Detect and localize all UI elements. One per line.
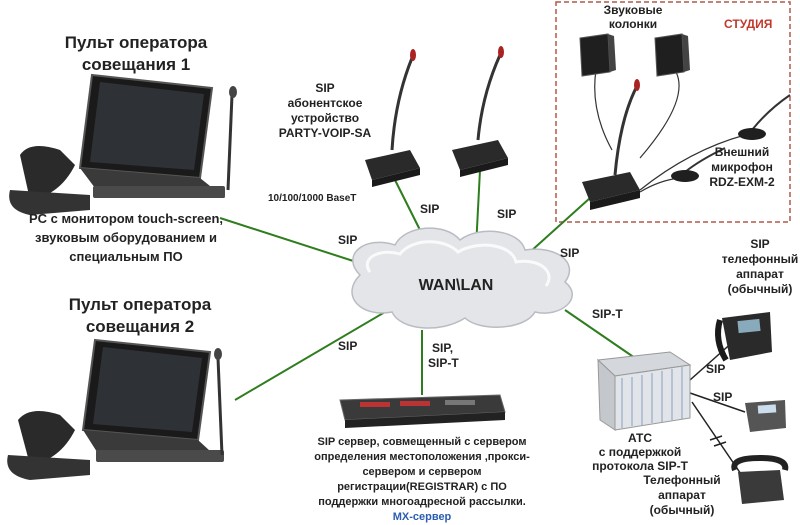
operator-console-1 bbox=[9, 73, 237, 215]
sip-phone-label-2: телефонный bbox=[722, 252, 798, 266]
console2-title-2: совещания 2 bbox=[86, 317, 194, 336]
ats-label-2: с поддержкой bbox=[599, 445, 682, 459]
pc-desc-1: PC с монитором touch-screen, bbox=[29, 211, 223, 226]
pc-desc-2: звуковым оборудованием и bbox=[35, 230, 217, 245]
baset-label: 10/100/1000 BaseT bbox=[268, 193, 356, 204]
tel-label-1: Телефонный bbox=[643, 473, 720, 487]
mic-wire-1 bbox=[639, 134, 746, 191]
speaker-right bbox=[654, 33, 690, 77]
link-label-phone-a: SIP bbox=[706, 362, 725, 376]
link-label-ats: SIP-T bbox=[592, 307, 623, 321]
ext-mic-3: RDZ-EXM-2 bbox=[709, 175, 775, 189]
external-mic-2 bbox=[671, 147, 726, 182]
link-studio bbox=[529, 197, 591, 253]
conference-mic-a bbox=[365, 49, 420, 187]
operator-console-2 bbox=[7, 338, 224, 480]
sip-phone-label-1: SIP bbox=[750, 237, 769, 251]
sip-phone-label-4: (обычный) bbox=[728, 282, 793, 296]
link-ats bbox=[564, 309, 636, 359]
conference-mic-b bbox=[452, 46, 508, 177]
speakers-label-2: колонки bbox=[609, 17, 657, 31]
server-desc-4: регистрации(REGISTRAR) с ПО bbox=[337, 481, 507, 493]
ext-mic-2: микрофон bbox=[711, 160, 773, 174]
sip-device-2: абонентское bbox=[288, 96, 363, 110]
link-label-server-1: SIP, bbox=[432, 341, 453, 355]
sip-phone-1 bbox=[715, 312, 772, 362]
server-desc-3: сервером и сервером bbox=[362, 466, 481, 478]
tel-label-3: (обычный) bbox=[650, 503, 715, 517]
studio-frame bbox=[555, 1, 791, 223]
sip-device-3: устройство bbox=[291, 111, 359, 125]
link-label-console1: SIP bbox=[338, 233, 357, 247]
console1-title-1: Пульт оператора bbox=[65, 33, 208, 52]
ats-label-3: протокола SIP-T bbox=[592, 459, 689, 473]
pc-desc-3: специальным ПО bbox=[69, 249, 182, 264]
sip-device-4: PARTY-VOIP-SA bbox=[279, 126, 372, 140]
studio-conference-mic bbox=[582, 79, 640, 210]
speaker-wire-left bbox=[594, 69, 613, 151]
console2-title-1: Пульт оператора bbox=[69, 295, 212, 314]
link-label-mic-a: SIP bbox=[420, 202, 439, 216]
link-label-mic-b: SIP bbox=[497, 207, 516, 221]
tel-label-2: аппарат bbox=[658, 488, 706, 502]
ext-mic-1: Внешний bbox=[715, 145, 770, 159]
mx-server-unit bbox=[339, 394, 506, 428]
wan-lan-cloud bbox=[351, 227, 573, 329]
server-desc-5: поддержки многоадресной рассылки. bbox=[318, 496, 526, 508]
link-console2 bbox=[234, 311, 386, 401]
link-label-server-2: SIP-T bbox=[428, 356, 459, 370]
mx-server-label: МХ-сервер bbox=[393, 511, 452, 523]
speakers-label-1: Звуковые bbox=[604, 3, 663, 17]
link-label-console2: SIP bbox=[338, 339, 357, 353]
server-desc-1: SIP сервер, совмещенный с сервером bbox=[317, 436, 526, 448]
ats-label-1: АТС bbox=[628, 431, 652, 445]
sip-device-1: SIP bbox=[315, 81, 334, 95]
link-phone-b bbox=[689, 392, 746, 413]
ats-rack bbox=[596, 351, 692, 431]
cloud-label: WAN\LAN bbox=[419, 277, 494, 294]
sip-phone-2 bbox=[745, 400, 786, 432]
speaker-wire-right bbox=[639, 71, 680, 159]
studio-label: СТУДИЯ bbox=[724, 17, 772, 31]
analog-phone bbox=[731, 454, 789, 504]
external-mic-1 bbox=[738, 94, 791, 140]
link-label-phone-b: SIP bbox=[713, 390, 732, 404]
link-console1 bbox=[219, 217, 376, 269]
server-desc-2: определения местоположения ,прокси- bbox=[314, 451, 530, 463]
sip-phone-label-3: аппарат bbox=[736, 267, 784, 281]
speaker-left bbox=[579, 33, 616, 77]
link-label-studio: SIP bbox=[560, 246, 579, 260]
console1-title-2: совещания 1 bbox=[82, 55, 190, 74]
